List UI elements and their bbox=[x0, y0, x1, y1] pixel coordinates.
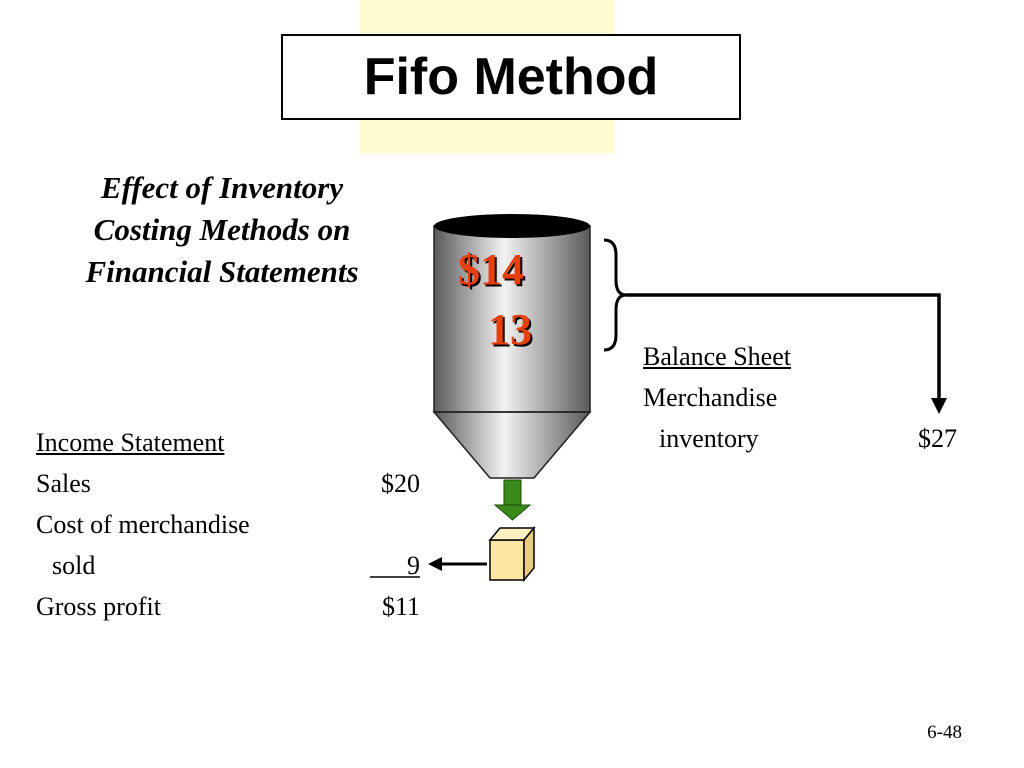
balance-sheet-line-2: inventory bbox=[659, 424, 759, 453]
hopper-icon bbox=[432, 214, 592, 479]
page-number: 6-48 bbox=[927, 722, 962, 743]
income-row-label: Gross profit bbox=[36, 592, 161, 621]
balance-sheet-heading: Balance Sheet bbox=[643, 342, 791, 371]
subtitle-line-1: Effect of Inventory bbox=[100, 170, 344, 205]
subtitle: Effect of Inventory Costing Methods on F… bbox=[30, 167, 414, 293]
income-row-amount: $11 bbox=[381, 592, 420, 621]
left-arrow-icon bbox=[428, 557, 487, 571]
income-row-amount: 9 bbox=[407, 551, 420, 580]
balance-sheet-amount: $27 bbox=[918, 424, 957, 453]
subtitle-line-2: Costing Methods on bbox=[93, 212, 351, 247]
curly-brace-icon bbox=[603, 238, 627, 352]
connector-arrow-icon bbox=[626, 293, 947, 414]
income-row-label: Cost of merchandise bbox=[36, 510, 250, 539]
income-statement-heading: Income Statement bbox=[36, 428, 225, 457]
slide-title: Fifo Method bbox=[363, 48, 659, 106]
hopper-label-1: $14 bbox=[458, 245, 524, 294]
title-box: Fifo Method bbox=[281, 34, 741, 120]
income-row-label: sold bbox=[52, 551, 96, 580]
hopper-label-2: 13 bbox=[488, 305, 532, 354]
income-row-label: Sales bbox=[36, 469, 91, 498]
inventory-box-icon bbox=[488, 525, 536, 583]
income-row-amount: $20 bbox=[381, 469, 420, 498]
subtitle-line-3: Financial Statements bbox=[85, 254, 359, 289]
balance-sheet-line-1: Merchandise bbox=[643, 383, 778, 412]
down-arrow-icon bbox=[493, 479, 532, 521]
